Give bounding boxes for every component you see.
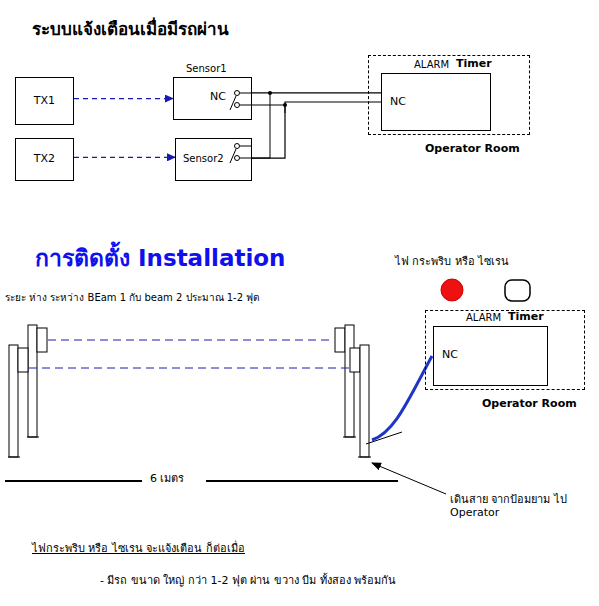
wire — [252, 92, 381, 93]
sensor-label: Sensor1 — [186, 63, 227, 74]
note-text: ไฟ กระพริบ หรือ ไซเรน — [395, 256, 510, 269]
flash-lamp — [441, 279, 463, 301]
beam-pole — [335, 325, 371, 457]
timer-label: Timer — [508, 311, 544, 323]
sensor-box: Sensor2 — [175, 138, 252, 181]
beam-line — [29, 340, 349, 368]
callout-text: เดินสาย จากป้อมยาม ไป Operator — [450, 494, 568, 519]
beam-pole — [8, 325, 47, 457]
note-text: ระยะ ห่าง ระหว่าง BEam 1 กับ beam 2 ประม… — [5, 292, 259, 304]
siren — [505, 280, 530, 301]
switch-symbol — [230, 91, 252, 164]
alarm-timer-box: ALARMTimerNC — [433, 326, 548, 386]
beam-arrow — [74, 157, 175, 158]
room-label: Operator Room — [425, 143, 520, 155]
operator-room: Operator RoomALARMTimerNC — [425, 310, 585, 390]
section-heading: การติดตั้ง Installation — [35, 245, 286, 271]
nc-label: NC — [210, 91, 226, 103]
sensor-box: Sensor1NC — [173, 77, 252, 120]
note-text: ไฟกระพริบ หรือ ไซเรน จะแจ้งเตือน ก็ต่อเม… — [32, 543, 245, 556]
alarm-label: ALARM — [466, 312, 501, 323]
transmitter-box: TX2 — [15, 138, 74, 181]
tx-label: TX2 — [34, 153, 55, 165]
wire — [252, 102, 381, 158]
operator-room: Operator RoomALARMTimerNC — [368, 55, 530, 135]
leader-arrow — [372, 463, 446, 494]
timer-label: Timer — [456, 58, 492, 70]
note-text: - มีรถ ขนาด ใหญ่ กว่า 1-2 ฟุต ผ่าน ขวาง … — [100, 575, 396, 588]
dimension-line — [5, 480, 398, 482]
dimension-label: 6 เมตร — [150, 473, 185, 486]
nc-label: NC — [442, 349, 458, 361]
transmitter-box: TX1 — [15, 77, 74, 125]
nc-label: NC — [390, 96, 406, 108]
wire — [252, 93, 380, 158]
beam-arrow — [74, 98, 173, 99]
title: ระบบแจ้งเตือนเมื่อมีรถผ่าน — [32, 20, 229, 40]
sensor-label: Sensor2 — [183, 153, 224, 164]
alarm-label: ALARM — [414, 59, 449, 70]
tx-label: TX1 — [34, 95, 55, 107]
cable-end — [366, 432, 402, 444]
cable — [372, 356, 432, 440]
room-label: Operator Room — [482, 398, 577, 410]
alarm-timer-box: ALARMTimerNC — [381, 73, 491, 131]
